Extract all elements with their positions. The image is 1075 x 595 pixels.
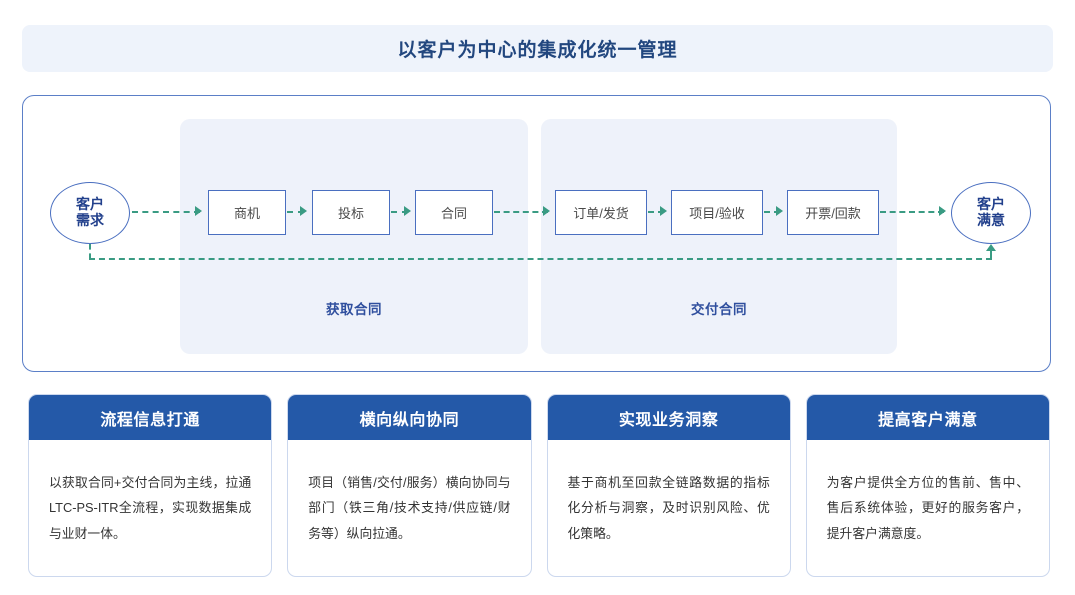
benefit-card-title: 流程信息打通	[100, 411, 200, 429]
flow-node-label: 合同	[440, 206, 467, 221]
benefit-card-header: 横向纵向协同	[288, 395, 531, 440]
flow-node-label: 订单/发货	[573, 206, 629, 221]
group-label-deliver: 交付合同	[691, 302, 747, 317]
group-panel-acquire: 获取合同	[180, 119, 528, 354]
benefit-cards-row: 流程信息打通 以获取合同+交付合同为主线，拉通LTC-PS-ITR全流程，实现数…	[28, 394, 1050, 577]
flow-node-customer-satisfaction[interactable]: 客户 满意	[951, 182, 1031, 244]
benefit-card-process-integration[interactable]: 流程信息打通 以获取合同+交付合同为主线，拉通LTC-PS-ITR全流程，实现数…	[28, 394, 273, 577]
flow-node-label: 项目/验收	[689, 206, 745, 221]
arrow-contract-to-order	[494, 211, 548, 213]
flow-node-order-shipping[interactable]: 订单/发货	[555, 190, 647, 235]
arrow-demand-to-opportunity	[132, 211, 200, 213]
flow-node-invoice-payment[interactable]: 开票/回款	[787, 190, 879, 235]
benefit-card-text: 基于商机至回款全链路数据的指标化分析与洞察，及时识别风险、优化策略。	[567, 474, 770, 541]
benefit-card-text: 以获取合同+交付合同为主线，拉通LTC-PS-ITR全流程，实现数据集成与业财一…	[49, 474, 252, 541]
benefit-card-title: 横向纵向协同	[359, 411, 460, 429]
flow-node-label-line1: 客户	[76, 196, 104, 213]
group-label-acquire: 获取合同	[326, 302, 382, 317]
group-panel-deliver: 交付合同	[541, 119, 897, 354]
flow-node-label: 商机	[233, 206, 260, 221]
flow-node-project-acceptance[interactable]: 项目/验收	[671, 190, 763, 235]
flow-node-opportunity[interactable]: 商机	[208, 190, 286, 235]
arrow-head-icon	[939, 206, 946, 216]
flow-node-label: 开票/回款	[805, 206, 861, 221]
benefit-card-business-insight[interactable]: 实现业务洞察 基于商机至回款全链路数据的指标化分析与洞察，及时识别风险、优化策略…	[546, 394, 791, 577]
page-title-banner: 以客户为中心的集成化统一管理	[22, 25, 1053, 72]
benefit-card-body: 基于商机至回款全链路数据的指标化分析与洞察，及时识别风险、优化策略。	[548, 440, 790, 576]
arrow-project-to-invoice	[764, 211, 780, 213]
feedback-line-horizontal	[89, 258, 992, 260]
flow-node-bid[interactable]: 投标	[312, 190, 390, 235]
benefit-card-text: 项目（销售/交付/服务）横向协同与部门（铁三角/技术支持/供应链/财务等）纵向拉…	[308, 474, 511, 541]
benefit-card-title: 提高客户满意	[878, 411, 978, 429]
arrow-order-to-project	[648, 211, 664, 213]
flow-node-label-line2: 需求	[76, 212, 104, 228]
arrow-head-icon	[543, 206, 550, 216]
arrow-head-icon	[660, 206, 667, 216]
benefit-card-text: 为客户提供全方位的售前、售中、售后系统体验，更好的服务客户，提升客户满意度。	[826, 474, 1029, 541]
arrow-bid-to-contract	[391, 211, 408, 213]
benefit-card-header: 实现业务洞察	[547, 395, 790, 440]
benefit-card-body: 以获取合同+交付合同为主线，拉通LTC-PS-ITR全流程，实现数据集成与业财一…	[29, 440, 271, 576]
page-title: 以客户为中心的集成化统一管理	[397, 40, 678, 61]
benefit-card-customer-satisfaction[interactable]: 提高客户满意 为客户提供全方位的售前、售中、售后系统体验，更好的服务客户，提升客…	[805, 394, 1050, 577]
feedback-line-vertical-right	[990, 251, 992, 259]
flow-node-label-line2: 满意	[977, 212, 1005, 228]
benefit-card-title: 实现业务洞察	[618, 411, 719, 429]
flow-node-label: 投标	[337, 206, 364, 221]
arrow-head-icon	[300, 206, 307, 216]
process-flow-container: 获取合同 交付合同 客户 需求 商机 投标 合同 订单/发货 项目/验收 开票/…	[22, 95, 1051, 372]
flow-node-contract[interactable]: 合同	[415, 190, 493, 235]
flow-node-label-line1: 客户	[977, 196, 1005, 213]
flow-node-customer-demand[interactable]: 客户 需求	[50, 182, 130, 244]
benefit-card-header: 流程信息打通	[29, 395, 272, 440]
arrow-opportunity-to-bid	[287, 211, 304, 213]
benefit-card-header: 提高客户满意	[806, 395, 1049, 440]
arrow-invoice-to-satisfied	[880, 211, 944, 213]
benefit-card-body: 项目（销售/交付/服务）横向协同与部门（铁三角/技术支持/供应链/财务等）纵向拉…	[288, 440, 530, 576]
arrow-head-icon	[776, 206, 783, 216]
arrow-head-icon	[404, 206, 411, 216]
benefit-card-body: 为客户提供全方位的售前、售中、售后系统体验，更好的服务客户，提升客户满意度。	[807, 440, 1049, 576]
feedback-line-vertical-left	[89, 244, 91, 259]
benefit-card-collaboration[interactable]: 横向纵向协同 项目（销售/交付/服务）横向协同与部门（铁三角/技术支持/供应链/…	[287, 394, 532, 577]
arrow-head-icon	[195, 206, 202, 216]
arrow-head-up-icon	[986, 244, 996, 251]
